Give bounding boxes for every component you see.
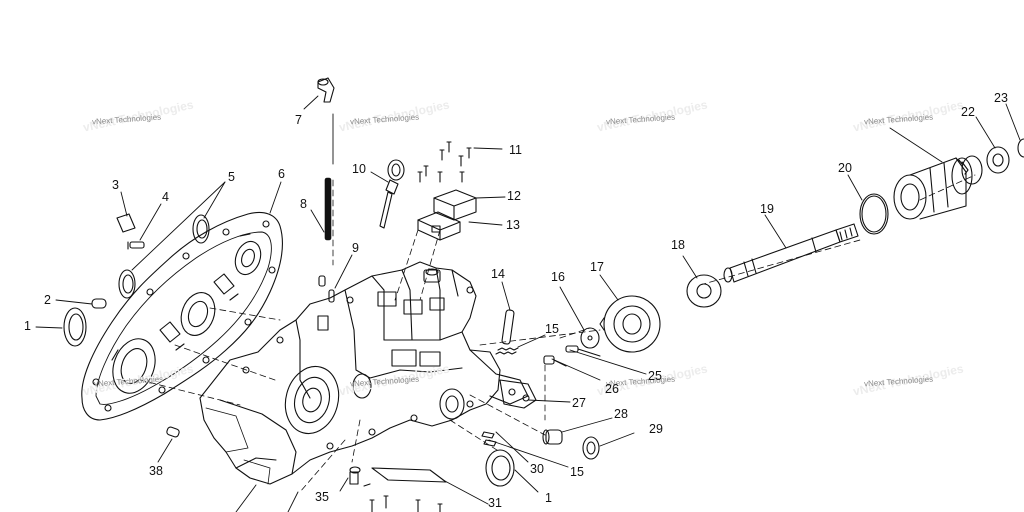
seal-5-lower xyxy=(118,269,136,299)
callout-12: 12 xyxy=(507,189,521,203)
fitting-35 xyxy=(349,466,361,485)
screws-11 xyxy=(417,141,472,183)
transmission-case xyxy=(199,261,529,485)
callout-5: 5 xyxy=(228,170,235,184)
callout-28: 28 xyxy=(614,407,628,421)
bolt-26 xyxy=(543,355,567,367)
clutch-drum-21 xyxy=(893,155,983,220)
elbow-fitting-7 xyxy=(317,77,335,103)
tag-3 xyxy=(116,213,136,233)
callout-1: 1 xyxy=(24,319,31,333)
callout-7: 7 xyxy=(295,113,302,127)
callout-15-lower: 15 xyxy=(570,465,584,479)
callout-27: 27 xyxy=(572,396,586,410)
callout-23: 23 xyxy=(994,91,1008,105)
callout-13: 13 xyxy=(506,218,520,232)
bracket-13 xyxy=(417,211,461,241)
callout-35: 35 xyxy=(315,490,329,504)
callout-26: 26 xyxy=(605,382,619,396)
callout-14: 14 xyxy=(491,267,505,281)
seal-5-upper xyxy=(192,214,210,244)
callout-9: 9 xyxy=(352,241,359,255)
callout-2: 2 xyxy=(44,293,51,307)
seal-left xyxy=(63,307,87,347)
washer-16 xyxy=(580,327,600,349)
callout-29: 29 xyxy=(649,422,663,436)
seal-bottom xyxy=(485,449,515,487)
callout-31: 31 xyxy=(488,496,502,510)
sensor-10 xyxy=(379,159,405,229)
pin-14 xyxy=(501,309,515,345)
dowel-pin-2 xyxy=(91,298,107,309)
callout-4: 4 xyxy=(162,190,169,204)
gasket-27 xyxy=(499,379,537,409)
lower-bolts xyxy=(363,483,443,512)
plate-31 xyxy=(371,467,447,483)
callout-17: 17 xyxy=(590,260,604,274)
callout-20: 20 xyxy=(838,161,852,175)
callout-10: 10 xyxy=(352,162,366,176)
seal-29 xyxy=(582,436,600,460)
gear-17 xyxy=(599,295,661,353)
vent-tube-8 xyxy=(324,177,332,241)
oring-20 xyxy=(859,193,889,235)
callout-38: 38 xyxy=(149,464,163,478)
output-shaft-19 xyxy=(723,223,859,283)
callout-6: 6 xyxy=(278,167,285,181)
callout-16: 16 xyxy=(551,270,565,284)
bolt-4 xyxy=(127,241,145,250)
callout-1-lower: 1 xyxy=(545,491,552,505)
dowel-38 xyxy=(166,426,180,438)
callout-11: 11 xyxy=(509,143,522,157)
callout-25: 25 xyxy=(648,369,662,383)
callout-3: 3 xyxy=(112,178,119,192)
spring-15 xyxy=(495,347,519,355)
clips-30 xyxy=(481,431,497,447)
cover-housing-6 xyxy=(81,211,283,421)
block-12 xyxy=(433,189,477,221)
pin-9 xyxy=(318,275,335,303)
bolt-25 xyxy=(565,345,601,357)
callout-15: 15 xyxy=(545,322,559,336)
callout-19: 19 xyxy=(760,202,774,216)
callout-30: 30 xyxy=(530,462,544,476)
bearing-18 xyxy=(686,274,722,308)
callout-22: 22 xyxy=(961,105,975,119)
callout-8: 8 xyxy=(300,197,307,211)
bearing-22 xyxy=(986,146,1010,174)
bushing-28 xyxy=(542,429,563,445)
leader-lines xyxy=(35,95,1021,512)
callout-18: 18 xyxy=(671,238,685,252)
part-23 xyxy=(1017,138,1024,158)
